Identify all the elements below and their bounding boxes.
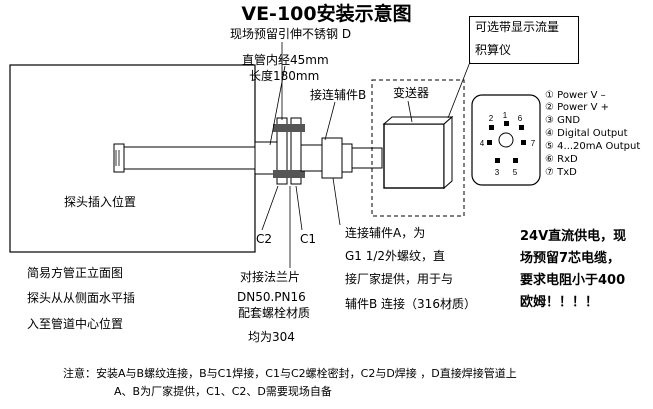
leader-c2 bbox=[261, 185, 279, 231]
power-note-line-1: 24V直流供电，现 bbox=[520, 229, 627, 244]
probe-position-label: 探头插入位置 bbox=[64, 195, 137, 209]
pin-1 bbox=[504, 121, 509, 126]
transmitter-enclosure bbox=[371, 79, 465, 217]
pin-5 bbox=[513, 158, 518, 163]
pin-num-2: 2 bbox=[489, 114, 494, 123]
pipe-diameter-label: 直管内经45mm bbox=[242, 53, 329, 67]
pin-4 bbox=[487, 140, 492, 145]
pin-num-1: 1 bbox=[503, 111, 508, 120]
flange-bolt-bottom bbox=[273, 170, 305, 178]
optional-display-label-1: 可选带显示流量 bbox=[475, 20, 560, 34]
pin-3 bbox=[495, 158, 500, 163]
front-view-line-3: 入至管道中心位置 bbox=[27, 317, 124, 331]
leader-connector-a bbox=[332, 177, 341, 226]
power-note-line-4: 欧姆！！！！ bbox=[520, 295, 599, 310]
optional-display-label-2: 积算仪 bbox=[475, 43, 512, 57]
connector-b bbox=[321, 137, 343, 179]
connector-a-line-3: 接厂家提供，用于与 bbox=[345, 272, 454, 286]
power-note-line-2: 场预留7芯电缆， bbox=[520, 251, 621, 266]
pin-legend-5: ⑤ 4...20mA Output bbox=[545, 141, 641, 152]
optional-display-box bbox=[469, 16, 579, 64]
transmitter-pipe bbox=[351, 147, 383, 169]
pin-num-4: 4 bbox=[480, 139, 485, 148]
pin-num-7: 7 bbox=[531, 139, 536, 148]
leader-pipe bbox=[269, 65, 286, 146]
footer-note-1: 注意：安装A与B螺纹连接，B与C1焊接，C1与C2螺栓密封，C2与D焊接 ，D直… bbox=[63, 367, 517, 380]
pin-legend-1: ① Power V – bbox=[545, 90, 606, 101]
flange-line-2: DN50.PN16 bbox=[237, 290, 306, 304]
pin-legend-6: ⑥ RxD bbox=[545, 154, 578, 165]
transmitter-body bbox=[383, 123, 445, 189]
connector-b-label: 接连辅件B bbox=[310, 88, 367, 102]
pin-legend-4: ④ Digital Output bbox=[545, 128, 628, 139]
pin-legend-7: ⑦ TxD bbox=[545, 167, 577, 178]
transmitter-label: 变送器 bbox=[393, 86, 430, 100]
power-note: 24V直流供电，现 场预留7芯电缆， 要求电阻小于400 欧姆！！！！ bbox=[520, 226, 626, 314]
probe-tube bbox=[117, 146, 259, 170]
leader-transmitter bbox=[407, 100, 413, 123]
pin-legend-3: ③ GND bbox=[545, 115, 581, 126]
leader-optional-display bbox=[447, 61, 471, 119]
site-reserve-label: 现场预留引伸不锈钢 D bbox=[230, 27, 352, 41]
extension-pipe-d bbox=[254, 141, 281, 175]
flange-line-4: 均为304 bbox=[248, 330, 295, 344]
c2-label: C2 bbox=[256, 232, 273, 246]
c1-label: C1 bbox=[300, 232, 317, 246]
connector-a-line-1: 连接辅件A，为 bbox=[345, 226, 426, 240]
pin-6 bbox=[519, 125, 524, 130]
connector-a-line-2: G1 1/2外螺纹，直 bbox=[345, 249, 446, 263]
pin-num-5: 5 bbox=[513, 168, 518, 177]
footer-note-2: A、B为厂家提供，C1、C2、D需要现场自备 bbox=[114, 385, 332, 398]
power-note-line-3: 要求电阻小于400 bbox=[520, 273, 626, 288]
pin-2 bbox=[489, 125, 494, 130]
connector-a-line-4: 辅件B 连接（316材质） bbox=[345, 297, 476, 311]
pin-num-3: 3 bbox=[495, 168, 500, 177]
pipe-length-label: 长度180mm bbox=[249, 69, 320, 83]
connector-center-pin bbox=[498, 132, 514, 148]
flange-line-1: 对接法兰片 bbox=[240, 270, 301, 284]
connector-pipe bbox=[300, 144, 324, 172]
flange-bolt-top bbox=[273, 124, 305, 132]
pin-7 bbox=[521, 140, 526, 145]
page-title: VE-100安装示意图 bbox=[241, 3, 412, 25]
front-view-line-2: 探头从从侧面水平插 bbox=[27, 291, 136, 305]
front-view-line-1: 简易方管正立面图 bbox=[27, 266, 124, 280]
pin-legend-2: ② Power V + bbox=[545, 102, 609, 113]
flange-line-3: 配套螺栓材质 bbox=[238, 306, 311, 320]
leader-connector-b bbox=[324, 101, 336, 141]
leader-c1 bbox=[295, 185, 303, 231]
pin-num-6: 6 bbox=[518, 114, 523, 123]
